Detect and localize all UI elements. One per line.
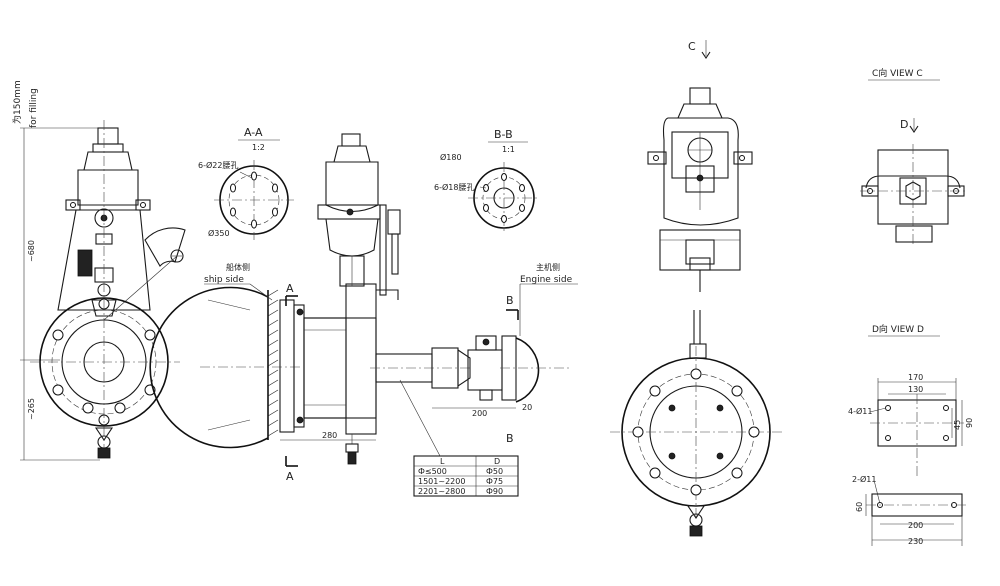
dim-20-main: 20 bbox=[522, 403, 532, 412]
view-c-marker: C bbox=[688, 40, 711, 59]
dim-200-d: 200 bbox=[908, 521, 923, 530]
table-cell: 1501~2200 bbox=[418, 477, 465, 486]
flange-bolt-holes-right bbox=[632, 368, 760, 496]
marker-a-top: A bbox=[286, 282, 294, 295]
view-c-title: C向 VIEW C bbox=[872, 67, 923, 79]
ship-side-label: ship side bbox=[204, 275, 244, 285]
table-cell: Ф75 bbox=[486, 477, 503, 486]
note-top: 为150mm bbox=[11, 80, 23, 124]
section-aa: A-A 1:2 6-Ø22腰孔 Ø350 bbox=[198, 126, 294, 240]
main-front-view: 船体侧 ship side A A bbox=[149, 133, 578, 497]
marker-a-bottom: A bbox=[286, 470, 294, 483]
flange-bolt-holes-left bbox=[52, 298, 156, 426]
section-aa-diameter: Ø350 bbox=[208, 228, 230, 238]
holes-4: 4-Ø11 bbox=[848, 406, 872, 416]
lubricator-front-view bbox=[647, 87, 753, 292]
left-side-view: 为150mm for filling ~680 ~265 bbox=[11, 80, 186, 461]
dim-60: 60 bbox=[855, 502, 864, 512]
section-bb-scale: 1:1 bbox=[502, 145, 515, 154]
note-filling: for filling bbox=[29, 88, 39, 128]
ship-side-wall bbox=[267, 289, 279, 440]
dim-45: 45 bbox=[953, 420, 962, 430]
section-aa-title: A-A bbox=[244, 126, 263, 139]
dim-265: ~265 bbox=[27, 398, 36, 420]
marker-b-bottom: B bbox=[506, 432, 514, 445]
dim-90: 90 bbox=[965, 418, 974, 428]
dim-280: 280 bbox=[322, 431, 337, 440]
section-bb-diameter: Ø180 bbox=[440, 152, 462, 162]
table-cell: 2201~2800 bbox=[418, 487, 465, 496]
table-cell: Ф90 bbox=[486, 487, 503, 496]
section-bb: B-B 1:1 Ø180 6-Ø18腰孔 bbox=[434, 128, 540, 234]
dim-680: ~680 bbox=[27, 240, 36, 262]
view-d-title: D向 VIEW D bbox=[872, 323, 924, 335]
section-bb-title: B-B bbox=[494, 128, 513, 141]
table-cell: Ф50 bbox=[486, 467, 503, 476]
table-header-d: D bbox=[494, 457, 500, 466]
view-d: D向 VIEW D 170 130 4-Ø11 90 45 2-Ø11 60 bbox=[848, 323, 974, 546]
ship-side-cn: 船体侧 bbox=[226, 262, 250, 272]
dim-230: 230 bbox=[908, 537, 923, 546]
holes-2: 2-Ø11 bbox=[852, 474, 876, 484]
dim-130: 130 bbox=[908, 385, 923, 394]
dim-170: 170 bbox=[908, 373, 923, 382]
flange-front-view bbox=[610, 310, 782, 537]
table-header-l: L bbox=[440, 457, 445, 466]
dim-200-main: 200 bbox=[472, 409, 487, 418]
marker-b-top: B bbox=[506, 294, 514, 307]
view-c-marker-d: D bbox=[900, 118, 908, 131]
size-table: L D Ф≤500 Ф50 1501~2200 Ф75 2201~2800 Ф9… bbox=[413, 455, 519, 497]
section-aa-holes: 6-Ø22腰孔 bbox=[198, 160, 238, 170]
engine-side-cn: 主机侧 bbox=[536, 262, 560, 272]
section-aa-scale: 1:2 bbox=[252, 143, 265, 152]
view-c: C向 VIEW C D bbox=[860, 67, 966, 244]
section-bb-holes: 6-Ø18腰孔 bbox=[434, 182, 474, 192]
marker-c: C bbox=[688, 40, 696, 53]
table-cell: Ф≤500 bbox=[418, 467, 447, 476]
engine-side-label: Engine side bbox=[520, 275, 573, 285]
